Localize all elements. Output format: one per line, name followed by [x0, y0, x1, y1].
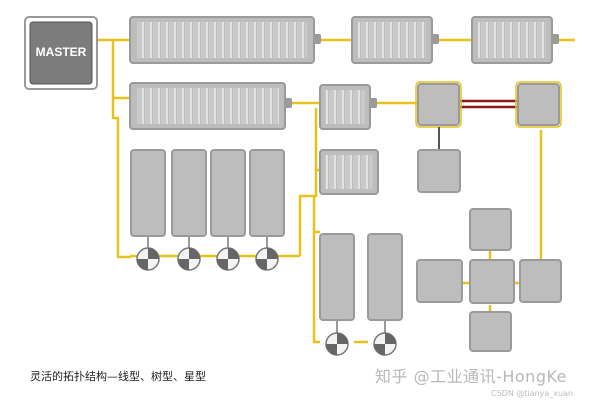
master-label: MASTER: [36, 45, 87, 59]
servo-motor-icon: [373, 320, 397, 356]
link-tree-down: [298, 170, 318, 256]
rack-module: [351, 16, 439, 64]
link-master-drives: [111, 98, 131, 259]
servo-motor-icon: [177, 236, 201, 271]
link-master-rack2: [111, 40, 130, 100]
watermark: 知乎 @工业通讯-HongKe: [375, 367, 568, 386]
servo-drive-icon: [130, 149, 166, 237]
master-controller-icon: [24, 16, 98, 90]
rack-module: [471, 16, 559, 64]
slave-device-icon: [469, 311, 512, 352]
slave-device-icon: [417, 149, 461, 193]
servo-motor-icon: [136, 236, 160, 271]
servo-motor-icon: [325, 320, 349, 356]
link-tree-drives2: [312, 232, 320, 344]
watermark-sub: CSDN @tianya_xuan: [491, 389, 574, 398]
servo-drive-icon: [171, 149, 207, 237]
rack-module: [129, 16, 321, 64]
servo-drive-icon: [210, 149, 246, 237]
slave-device-icon: [519, 259, 562, 303]
rack-module: [319, 84, 377, 130]
ring-lines: [459, 99, 518, 109]
link-drive-row: [129, 254, 300, 258]
connection-lines: [97, 38, 575, 344]
slave-device-icon: [469, 259, 515, 304]
link-tree-drives: [312, 196, 320, 234]
diagram-caption: 灵活的拓扑结构—线型、树型、星型: [30, 370, 206, 383]
rack-module: [319, 149, 379, 195]
rack-module: [129, 82, 292, 130]
servo-drive-icon: [319, 233, 355, 321]
servo-motor-icon: [255, 236, 279, 271]
slave-device-icon: [415, 81, 462, 128]
slave-device-icon: [416, 259, 463, 303]
servo-motor-icon: [216, 236, 240, 271]
servo-drive-icon: [249, 149, 285, 237]
servo-drive-icon: [367, 233, 403, 321]
slave-device-icon: [515, 81, 562, 128]
slave-device-icon: [469, 208, 512, 251]
